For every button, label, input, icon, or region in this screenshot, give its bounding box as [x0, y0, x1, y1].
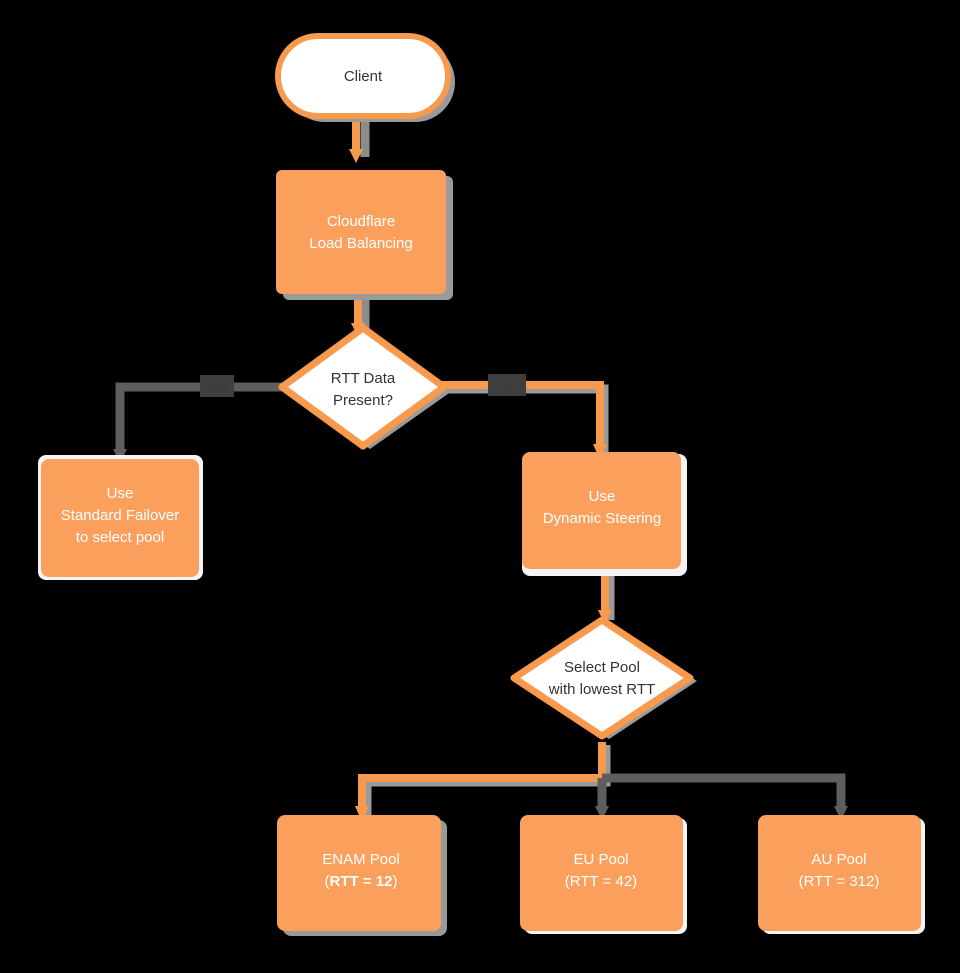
node-au-pool[interactable]: AU Pool (RTT = 312): [758, 815, 925, 934]
node-enam-pool[interactable]: ENAM Pool (RTT = 12): [277, 815, 447, 936]
edge-steering-to-select: [598, 569, 615, 625]
node-rtt-data-present[interactable]: RTT Data Present?: [278, 324, 452, 450]
node-rtt-data-present-line1: RTT Data: [331, 370, 396, 387]
node-au-pool-line2: (RTT = 312): [799, 873, 880, 890]
node-client[interactable]: Client: [275, 33, 455, 122]
node-select-pool-line2: with lowest RTT: [548, 681, 655, 698]
node-rtt-data-present-line2: Present?: [333, 392, 393, 409]
enam-paren-open: (: [325, 873, 330, 890]
node-standard-failover-line1: Use: [107, 485, 134, 502]
node-dynamic-steering-line1: Use: [589, 488, 616, 505]
edge-client-to-lb: [349, 119, 370, 163]
node-load-balancing[interactable]: Cloudflare Load Balancing: [276, 170, 453, 300]
edge-label-no: No: [200, 375, 234, 397]
node-standard-failover[interactable]: Use Standard Failover to select pool: [38, 455, 203, 580]
edge-decision-yes: [440, 381, 609, 460]
node-eu-pool-line2: (RTT = 42): [565, 873, 637, 890]
node-standard-failover-line3: to select pool: [76, 529, 164, 546]
edge-select-to-au: [602, 773, 848, 820]
edge-label-yes: Yes: [488, 374, 526, 396]
edge-label-yes-text: Yes: [496, 377, 518, 392]
node-select-pool[interactable]: Select Pool with lowest RTT: [510, 616, 697, 740]
node-standard-failover-line2: Standard Failover: [61, 507, 179, 524]
enam-rtt-value: RTT = 12: [330, 873, 393, 890]
node-dynamic-steering[interactable]: Use Dynamic Steering: [522, 452, 687, 576]
edge-select-to-enam: [355, 742, 611, 822]
node-eu-pool[interactable]: EU Pool (RTT = 42): [520, 815, 687, 934]
node-au-pool-line1: AU Pool: [811, 851, 866, 868]
enam-paren-close: ): [392, 873, 397, 890]
node-enam-pool-line2: (RTT = 12): [325, 873, 398, 890]
edge-select-to-eu: [595, 778, 609, 820]
node-client-label: Client: [344, 68, 383, 85]
node-select-pool-line1: Select Pool: [564, 659, 640, 676]
edge-label-no-text: No: [209, 378, 226, 393]
node-enam-pool-line1: ENAM Pool: [322, 851, 400, 868]
node-load-balancing-line2: Load Balancing: [309, 235, 412, 252]
node-eu-pool-line1: EU Pool: [573, 851, 628, 868]
edge-decision-no: [113, 382, 283, 463]
node-dynamic-steering-line2: Dynamic Steering: [543, 510, 661, 527]
node-load-balancing-line1: Cloudflare: [327, 213, 395, 230]
